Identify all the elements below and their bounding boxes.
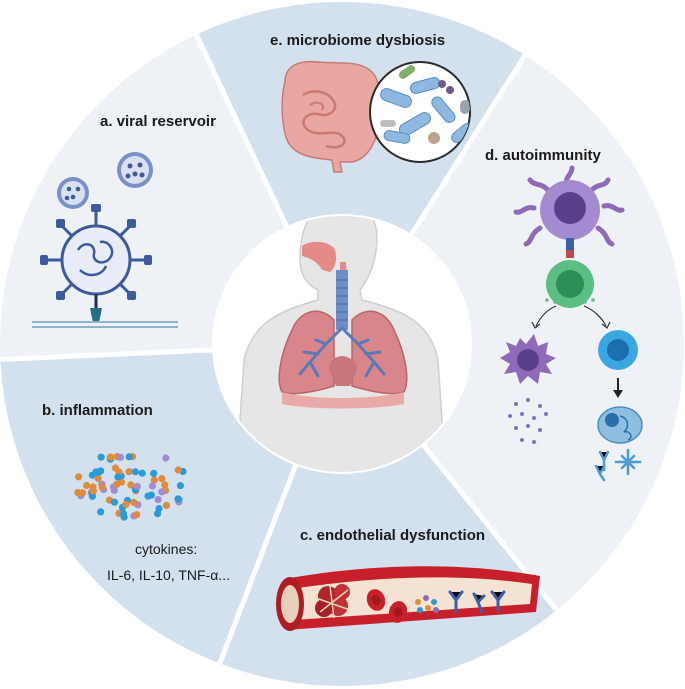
- cytokine-dot: [150, 469, 158, 477]
- b-cell: [598, 330, 638, 398]
- label-inflammation: b. inflammation: [42, 402, 153, 419]
- cytokine-dot: [161, 481, 169, 489]
- cytokine-dot: [150, 476, 158, 484]
- blood-clot: [315, 584, 351, 619]
- label-viral-reservoir: a. viral reservoir: [100, 113, 216, 130]
- cytokine-dots-icon: [415, 595, 439, 613]
- bacteria-icon: [369, 61, 471, 163]
- cytokine-dot: [125, 453, 133, 461]
- cytokine-dot: [97, 508, 105, 516]
- cytokine-dot: [89, 483, 97, 491]
- cytokine-dot: [158, 475, 166, 483]
- cytokine-dot: [162, 454, 170, 462]
- cytokines-list: IL-6, IL-10, TNF-α...: [107, 567, 230, 583]
- cytokine-dot: [158, 488, 166, 496]
- label-autoimmunity: d. autoimmunity: [485, 147, 601, 164]
- cytokine-dot: [98, 483, 106, 491]
- cytokine-dots-icon: [74, 453, 187, 521]
- cytokine-dot: [116, 453, 124, 461]
- cytokine-dot: [133, 511, 141, 519]
- cytokine-dot: [114, 473, 122, 481]
- plasma-cell: [597, 406, 643, 444]
- antibody-icon: [448, 590, 506, 614]
- small-virion-2: [57, 177, 89, 209]
- small-virion-1: [117, 152, 153, 188]
- cytokine-dot: [176, 482, 184, 490]
- cytokine-dot: [155, 505, 163, 513]
- cytokine-dot: [162, 501, 171, 509]
- activated-macrophage: [500, 334, 556, 384]
- cytokine-dot: [83, 481, 91, 490]
- antibody-icon: [594, 448, 642, 482]
- cytokine-dot: [144, 492, 152, 500]
- cytokine-dot: [174, 466, 182, 474]
- cytokine-dot: [92, 468, 100, 476]
- virus-icon: [40, 152, 153, 322]
- cytokine-dot: [110, 486, 118, 494]
- cytokine-dot: [131, 468, 139, 476]
- immune-cell-icon: [513, 165, 625, 329]
- mhc-receptor: [566, 238, 574, 252]
- cytokine-dot: [133, 482, 141, 490]
- cytokine-dot: [75, 473, 83, 481]
- receptor: [90, 308, 102, 322]
- cytokine-dot: [148, 482, 157, 490]
- cytokine-dot: [125, 468, 133, 476]
- cytokines-heading: cytokines:: [135, 541, 197, 557]
- blood-vessel-icon: [276, 566, 540, 631]
- cytokine-dots-icon: [508, 398, 548, 444]
- cell-membrane: [32, 321, 178, 328]
- cytokine-dot: [78, 489, 87, 497]
- cytokine-dot: [138, 469, 146, 477]
- lungs-icon: [278, 310, 408, 409]
- cytokine-dot: [106, 453, 115, 461]
- cytokine-dot: [94, 474, 102, 482]
- label-endothelial-dysfunction: c. endothelial dysfunction: [300, 527, 485, 544]
- cytokine-dot: [97, 453, 105, 461]
- cytokine-dot: [130, 498, 138, 506]
- human-torso-icon: [235, 216, 447, 472]
- cytokine-dot: [122, 500, 130, 508]
- label-microbiome: e. microbiome dysbiosis: [270, 32, 445, 49]
- cytokine-dot: [111, 464, 120, 472]
- cytokine-dot: [127, 481, 135, 489]
- cytokine-dot: [120, 513, 128, 521]
- trachea: [336, 270, 348, 330]
- cytokine-dot: [154, 496, 162, 504]
- cytokine-dot: [113, 480, 121, 488]
- cytokine-dot: [110, 498, 119, 506]
- sector-microbiome: [180, 2, 560, 344]
- cytokine-dot: [174, 495, 182, 503]
